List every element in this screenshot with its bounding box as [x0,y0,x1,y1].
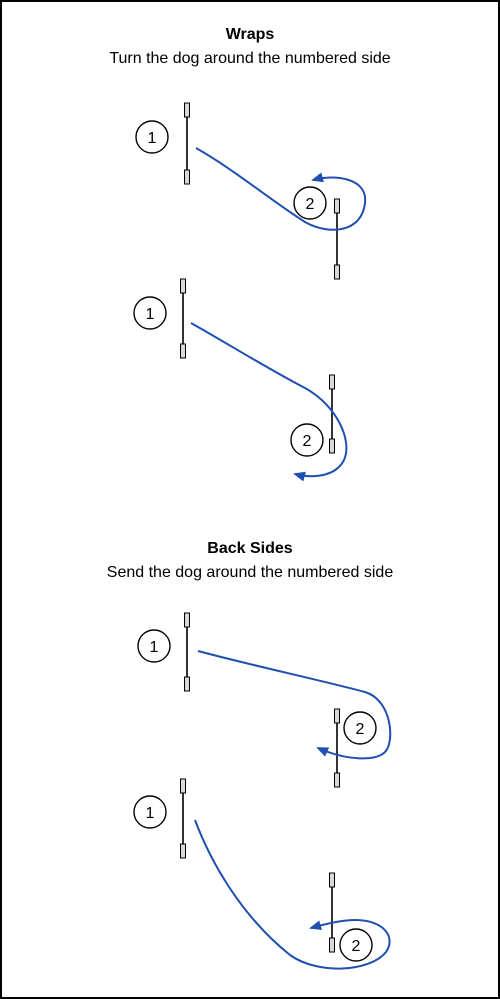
jump-number-1: 1 [137,629,171,663]
jump-number-2: 2 [290,423,324,457]
jump-number-label: 2 [356,721,365,738]
jump-number-label: 2 [303,433,312,450]
jump-number-label: 2 [306,196,315,213]
jump-post-top [334,198,340,214]
wraps-subtitle: Turn the dog around the numbered side [109,50,391,67]
jump-post-bottom [180,843,186,859]
jump-number-2: 2 [343,711,377,745]
jump-post-bottom [334,264,340,280]
jump-post-bottom [184,169,190,185]
wraps-diagram-1: 1 2 [135,102,367,280]
dog-path [195,147,367,231]
jump-post-top [184,102,190,118]
back-sides-title: Back Sides [207,540,293,557]
jump-number-label: 1 [146,805,155,822]
jump-1 [184,102,190,185]
jump-post-top [334,708,340,724]
jump-post-bottom [180,343,186,359]
back-sides-diagram-1: 1 2 [137,612,392,788]
wraps-diagram-2: 1 2 [133,278,348,482]
jump-post-bottom [334,772,340,788]
back-sides-diagram-2: 1 2 [133,778,391,970]
jump-post-top [184,612,190,628]
jump-post-bottom [184,676,190,692]
jump-number-1: 1 [133,296,167,330]
jump-number-1: 1 [133,795,167,829]
jump-post-top [329,374,335,390]
jump-2 [334,708,340,788]
jump-2 [329,374,335,454]
jump-2 [329,872,335,953]
dog-path [190,322,348,482]
wraps-title: Wraps [225,26,275,43]
dog-path [197,650,392,760]
jump-number-label: 2 [352,938,361,955]
jump-number-label: 1 [150,639,159,656]
jump-post-top [180,278,186,294]
jump-2 [334,198,340,280]
jump-number-2: 2 [339,928,373,962]
jump-number-2: 2 [293,186,327,220]
jump-post-top [329,872,335,888]
jump-post-top [180,778,186,794]
jump-number-1: 1 [135,120,169,154]
jump-1 [180,778,186,859]
jump-post-bottom [329,438,335,454]
jump-number-label: 1 [146,306,155,323]
jump-1 [180,278,186,359]
jump-post-bottom [329,937,335,953]
dog-path [194,819,391,970]
back-sides-subtitle: Send the dog around the numbered side [106,564,394,581]
jump-number-label: 1 [148,130,157,147]
jump-1 [184,612,190,692]
